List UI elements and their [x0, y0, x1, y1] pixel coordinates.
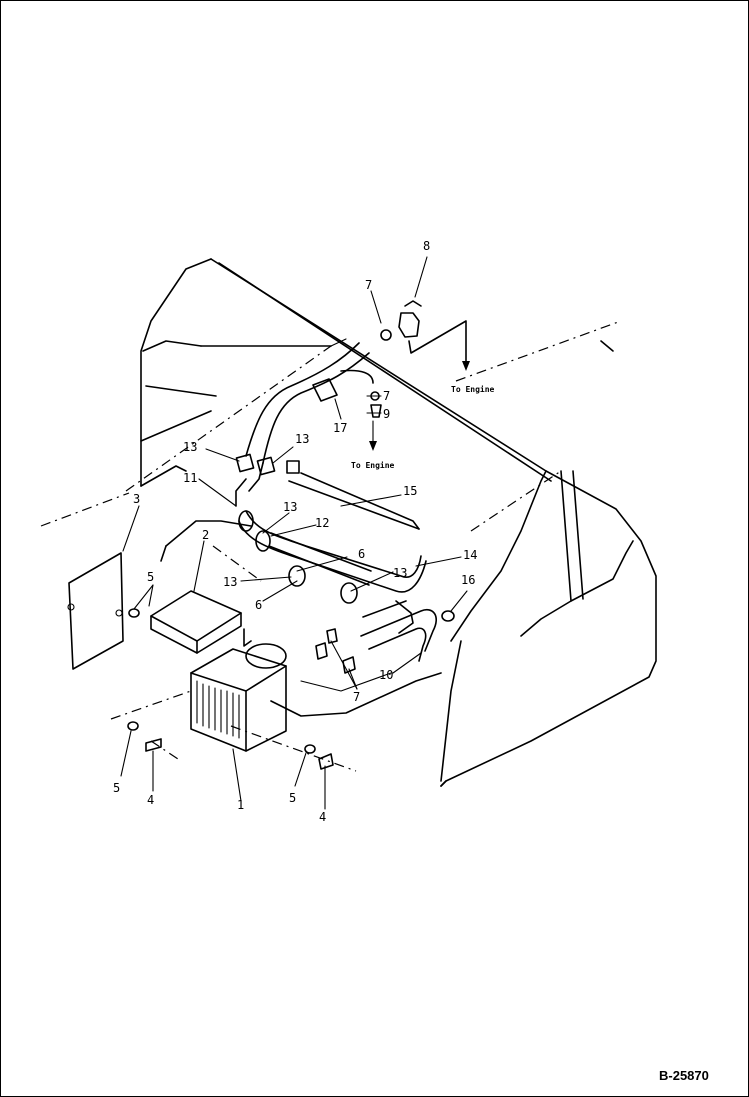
callout-1: 1: [237, 798, 244, 812]
callout-labels: 8 7 7 9 17 13 13 11 15 13 12 3 2 5 6 14 …: [113, 239, 477, 824]
callout-3: 3: [133, 492, 140, 506]
cover-plate: [67, 552, 124, 670]
callout-12: 12: [315, 516, 329, 530]
callout-16: 16: [461, 573, 475, 587]
callout-11: 11: [183, 471, 197, 485]
callout-13: 13: [183, 440, 197, 454]
hose-assembly: [235, 342, 437, 662]
drawing-number: B-25870: [659, 1068, 709, 1083]
callout-13: 13: [393, 566, 407, 580]
callout-5: 5: [113, 781, 120, 795]
callout-7: 7: [383, 389, 390, 403]
leader-lines: [120, 256, 468, 810]
callout-8: 8: [423, 239, 430, 253]
callout-5: 5: [289, 791, 296, 805]
heater-unit: [190, 628, 287, 752]
callout-13: 13: [295, 432, 309, 446]
callout-6: 6: [255, 598, 262, 612]
callout-17: 17: [333, 421, 347, 435]
valve-and-fittings: [369, 300, 470, 451]
callout-9: 9: [383, 407, 390, 421]
callout-5: 5: [147, 570, 154, 584]
bracket-plate: [150, 590, 242, 654]
callout-6: 6: [358, 547, 365, 561]
callout-13: 13: [223, 575, 237, 589]
callout-4: 4: [319, 810, 326, 824]
machine-body-outline: [140, 258, 657, 787]
callout-2: 2: [202, 528, 209, 542]
fasteners: [127, 608, 455, 770]
reference-lines: [40, 320, 622, 772]
flow-note-lower: To Engine: [351, 460, 395, 470]
callout-7: 7: [353, 690, 360, 704]
callout-10: 10: [379, 668, 393, 682]
callout-13: 13: [283, 500, 297, 514]
callout-7: 7: [365, 278, 372, 292]
callout-4: 4: [147, 793, 154, 807]
flow-note-upper: To Engine: [451, 384, 495, 394]
callout-15: 15: [403, 484, 417, 498]
callout-14: 14: [463, 548, 477, 562]
